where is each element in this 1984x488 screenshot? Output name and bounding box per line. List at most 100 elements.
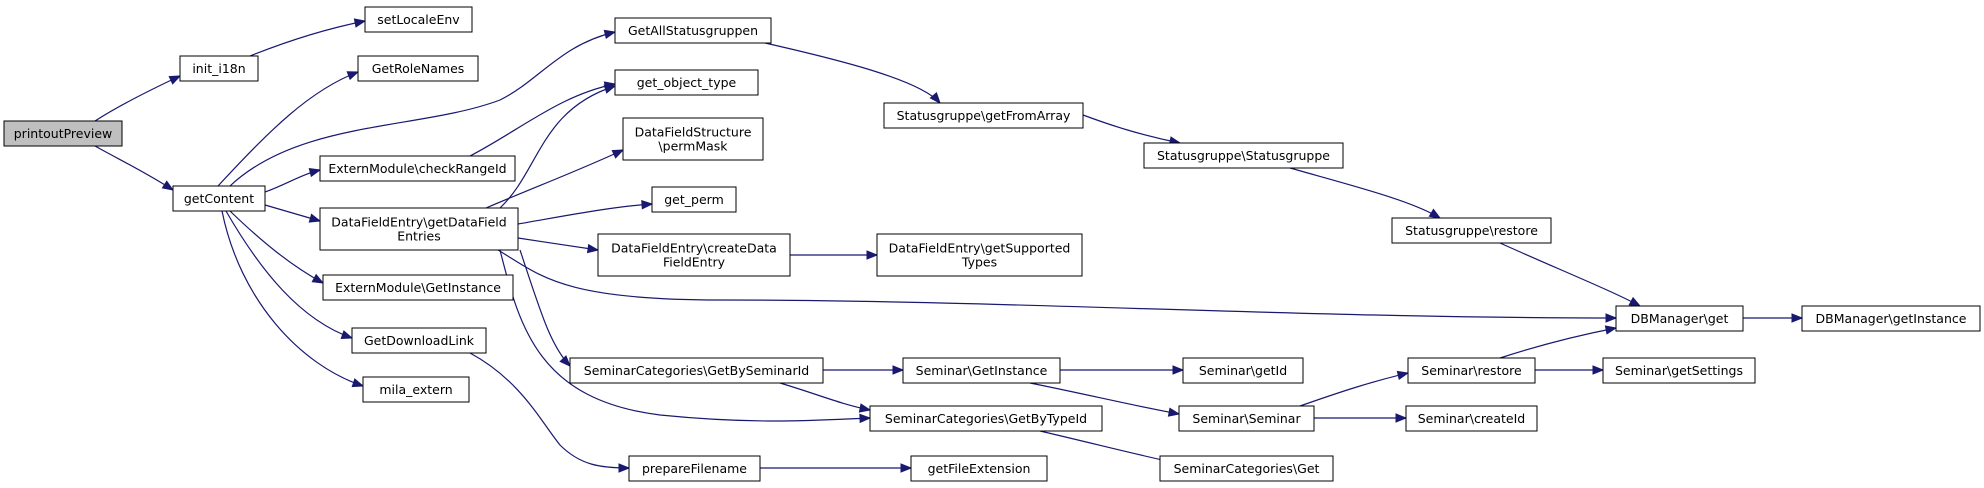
node-Seminar_createId[interactable]: Seminar\createId — [1405, 405, 1538, 432]
node-Seminar_GetInstance[interactable]: Seminar\GetInstance — [902, 357, 1061, 384]
edge-DataFieldEntry_getDataFieldEntries-to-DataFieldStructure_permMask — [485, 149, 625, 209]
node-get_object_type[interactable]: get_object_type — [614, 69, 759, 96]
edge-arrowhead — [866, 250, 879, 260]
node-GetDownloadLink[interactable]: GetDownloadLink — [351, 327, 487, 354]
node-GetAllStatusgruppen[interactable]: GetAllStatusgruppen — [614, 17, 772, 44]
node-Seminar_getId[interactable]: Seminar\getId — [1182, 357, 1304, 384]
edge-DBManager_get-to-DBManager_getInstance — [1743, 313, 1804, 323]
node-ExternModule_GetInstance[interactable]: ExternModule\GetInstance — [322, 274, 514, 301]
edge-Seminar_Seminar-to-Seminar_restore — [1299, 370, 1410, 407]
edge-arrowhead — [603, 84, 617, 94]
node-label: get_perm — [664, 192, 724, 207]
edge-line — [499, 249, 871, 422]
node-printoutPreview[interactable]: printoutPreview — [3, 120, 123, 147]
node-label: Types — [961, 255, 997, 270]
edge-Seminar_restore-to-Seminar_getSettings — [1535, 365, 1605, 375]
edge-arrowhead — [641, 200, 654, 210]
node-box — [614, 69, 759, 96]
node-box — [597, 233, 791, 277]
node-label: ExternModule\GetInstance — [335, 280, 501, 295]
edge-line — [779, 382, 871, 411]
node-get_perm[interactable]: get_perm — [651, 186, 737, 213]
node-label: Statusgruppe\Statusgruppe — [1157, 148, 1330, 163]
node-box — [1391, 217, 1552, 244]
node-label: FieldEntry — [663, 255, 726, 270]
node-SeminarCategories_GetBySeminarId[interactable]: SeminarCategories\GetBySeminarId — [569, 357, 824, 384]
node-mila_extern[interactable]: mila_extern — [362, 376, 470, 403]
edge-line — [517, 203, 653, 225]
node-label: prepareFilename — [642, 461, 747, 476]
node-box — [876, 233, 1083, 277]
node-GetRoleNames[interactable]: GetRoleNames — [357, 55, 479, 82]
edge-line — [497, 249, 1617, 319]
edge-arrowhead — [168, 75, 182, 85]
edge-line — [94, 145, 174, 191]
node-Seminar_Seminar[interactable]: Seminar\Seminar — [1178, 405, 1315, 432]
edge-Seminar_restore-to-DBManager_get — [1499, 325, 1618, 359]
node-Seminar_getSettings[interactable]: Seminar\getSettings — [1602, 357, 1756, 384]
node-Statusgruppe_Statusgruppe[interactable]: Statusgruppe\Statusgruppe — [1143, 142, 1344, 169]
node-label: getContent — [184, 191, 254, 206]
node-SeminarCategories_Get[interactable]: SeminarCategories\Get — [1159, 455, 1334, 482]
node-box — [1801, 305, 1981, 332]
edge-DataFieldEntry_getDataFieldEntries-to-DBManager_get — [497, 249, 1618, 323]
node-label: DataFieldEntry\getSupported — [889, 241, 1071, 256]
node-label: SeminarCategories\GetByTypeId — [885, 411, 1087, 426]
edge-Seminar_Seminar-to-Seminar_createId — [1314, 413, 1408, 423]
edge-getContent-to-GetAllStatusgruppen — [229, 29, 617, 187]
edge-line — [1299, 372, 1409, 407]
edge-arrowhead — [603, 29, 617, 40]
edge-line — [485, 149, 624, 209]
node-getFileExtension[interactable]: getFileExtension — [910, 455, 1048, 482]
edge-Statusgruppe_getFromArray-to-Statusgruppe_Statusgruppe — [1082, 114, 1182, 146]
node-DBManager_getInstance[interactable]: DBManager\getInstance — [1801, 305, 1981, 332]
node-label: DataFieldEntry\getDataField — [331, 215, 506, 230]
node-label: DBManager\get — [1631, 311, 1729, 326]
edge-arrowhead — [1428, 208, 1442, 219]
edge-arrowhead — [1605, 313, 1618, 323]
node-box — [869, 405, 1103, 432]
node-label: mila_extern — [379, 382, 452, 397]
node-DataFieldStructure_permMask[interactable]: DataFieldStructure\permMask — [622, 117, 764, 161]
edge-arrowhead — [351, 378, 365, 388]
node-setLocaleEnv[interactable]: setLocaleEnv — [364, 6, 473, 33]
node-box — [172, 185, 266, 212]
edge-GetAllStatusgruppen-to-Statusgruppe_getFromArray — [764, 42, 941, 105]
edge-line — [225, 210, 353, 339]
node-DBManager_get[interactable]: DBManager\get — [1615, 305, 1744, 332]
node-label: DataFieldStructure — [635, 125, 752, 140]
edge-getContent-to-GetDownloadLink — [225, 210, 354, 340]
edge-arrowhead — [929, 91, 941, 105]
node-box — [883, 102, 1084, 129]
node-prepareFilename[interactable]: prepareFilename — [628, 455, 761, 482]
edge-arrowhead — [1791, 313, 1804, 323]
edge-Seminar_GetInstance-to-Seminar_getId — [1060, 365, 1185, 375]
node-label: Seminar\Seminar — [1192, 411, 1301, 426]
edge-line — [469, 83, 616, 157]
edge-getContent-to-GetRoleNames — [217, 71, 360, 187]
edge-line — [217, 71, 359, 187]
node-box — [1159, 455, 1334, 482]
node-box — [1615, 305, 1744, 332]
edge-printoutPreview-to-init_i18n — [94, 75, 182, 122]
node-box — [628, 455, 761, 482]
node-ExternModule_checkRangeId[interactable]: ExternModule\checkRangeId — [319, 155, 516, 182]
node-Statusgruppe_restore[interactable]: Statusgruppe\restore — [1391, 217, 1552, 244]
node-label: GetAllStatusgruppen — [628, 23, 758, 38]
node-label: Seminar\getSettings — [1615, 363, 1743, 378]
edge-arrowhead — [618, 463, 631, 473]
edge-line — [469, 352, 630, 469]
edge-DataFieldEntry_getDataFieldEntries-to-SeminarCategories_GetByTypeId — [499, 249, 872, 424]
node-getContent[interactable]: getContent — [172, 185, 266, 212]
node-Statusgruppe_getFromArray[interactable]: Statusgruppe\getFromArray — [883, 102, 1084, 129]
node-init_i18n[interactable]: init_i18n — [179, 55, 259, 82]
edge-SeminarCategories_GetBySeminarId-to-SeminarCategories_GetByTypeId — [779, 382, 872, 413]
node-SeminarCategories_GetByTypeId[interactable]: SeminarCategories\GetByTypeId — [869, 405, 1103, 432]
nodes-layer: printoutPreview init_i18n getContent setLoc… — [3, 6, 1981, 482]
node-Seminar_restore[interactable]: Seminar\restore — [1407, 357, 1536, 384]
edge-arrowhead — [559, 355, 571, 367]
edge-arrowhead — [858, 403, 872, 413]
